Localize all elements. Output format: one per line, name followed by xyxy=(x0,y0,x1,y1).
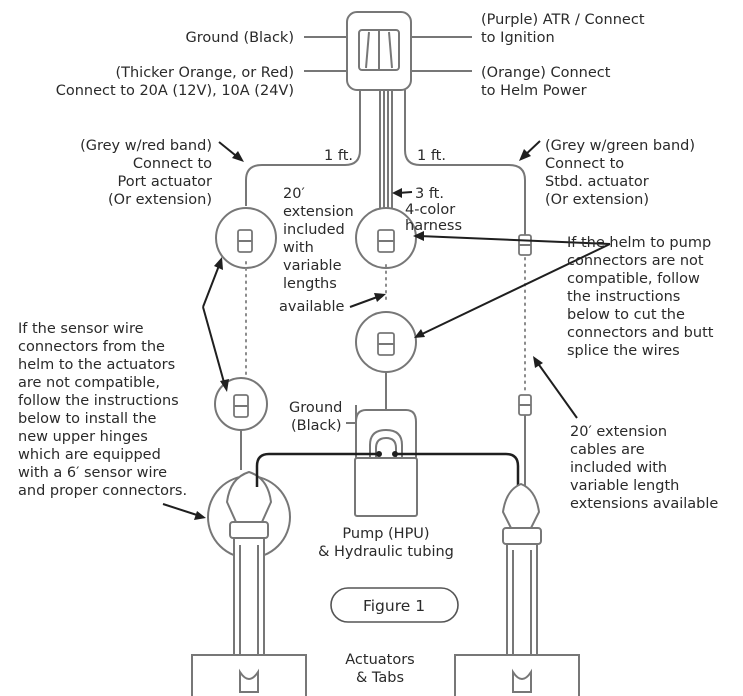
port-label-3: Port actuator xyxy=(118,174,213,190)
ext20-label-5: variable xyxy=(283,258,342,274)
ext-cable-arrow xyxy=(536,361,578,419)
figure-label-box xyxy=(330,587,459,623)
sensor-label-2: connectors from the xyxy=(18,339,165,355)
sensor-arrow-lower xyxy=(202,306,226,387)
port-label-4: (Or extension) xyxy=(108,192,212,208)
stbd-label-3: Stbd. actuator xyxy=(545,174,649,190)
callout-arrows xyxy=(162,140,611,520)
port-label-1: (Grey w/red band) xyxy=(80,138,212,154)
port-actuator xyxy=(207,470,291,673)
harness-label-3: harness xyxy=(405,218,462,234)
sensor-label-3: helm to the actuators xyxy=(18,357,175,373)
harness-arrowhead xyxy=(392,188,402,198)
extension-arrow xyxy=(349,295,381,308)
helm-pump-arrow-upper xyxy=(418,235,611,245)
sensor-label-5: follow the instructions xyxy=(18,393,179,409)
ext20-label-1: 20′ xyxy=(283,186,305,202)
helm-pump-label-2: connectors are not xyxy=(567,253,704,269)
purple-atr-label-1: (Purple) ATR / Connect xyxy=(481,12,645,28)
stbd-label-4: (Or extension) xyxy=(545,192,649,208)
one-ft-left-label: 1 ft. xyxy=(324,148,353,164)
hydraulic-tubing xyxy=(255,451,520,487)
hinge-arrow xyxy=(162,503,201,517)
stbd-label-arrowhead xyxy=(519,149,531,161)
orange-helm-label-2: to Helm Power xyxy=(481,83,587,99)
helm-pump-label-4: the instructions xyxy=(567,289,680,305)
actuators-label-1: Actuators xyxy=(345,652,414,668)
ext-cable-label-4: variable length xyxy=(570,478,679,494)
stbd-connector-lower xyxy=(518,394,532,496)
sensor-label-1: If the sensor wire xyxy=(18,321,144,337)
port-connector-lower xyxy=(214,377,268,470)
purple-atr-label-2: to Ignition xyxy=(481,30,555,46)
helm-pump-label-3: compatible, follow xyxy=(567,271,700,287)
pump-connector xyxy=(355,311,417,410)
helm-pump-label-5: below to cut the xyxy=(567,307,685,323)
helm-control-box xyxy=(346,11,412,91)
port-tab xyxy=(191,654,307,696)
port-label-arrowhead xyxy=(232,151,244,162)
harness-label-2: 4-color xyxy=(405,202,455,218)
helm-pump-label-7: splice the wires xyxy=(567,343,680,359)
port-connector-upper xyxy=(215,207,277,269)
port-label-2: Connect to xyxy=(133,156,212,172)
stbd-tab xyxy=(454,654,580,696)
sensor-label-8: which are equipped xyxy=(18,447,161,463)
ext20-label-3: included xyxy=(283,222,345,238)
ext-cable-label-1: 20′ extension xyxy=(570,424,667,440)
ext20-label-2: extension xyxy=(283,204,354,220)
sensor-label-7: new upper hinges xyxy=(18,429,148,445)
helm-pump-arrow-lower xyxy=(419,243,611,336)
helm-side-wires xyxy=(304,36,472,72)
extension-arrowhead xyxy=(374,293,386,302)
one-ft-right-label: 1 ft. xyxy=(417,148,446,164)
stbd-connector-upper xyxy=(518,234,532,256)
harness-connector xyxy=(355,207,417,269)
sensor-label-4: are not compatible, xyxy=(18,375,160,391)
helm-pump-arrowhead-upper xyxy=(413,231,424,241)
sensor-arrow-upper xyxy=(202,262,221,308)
helm-pump-label-6: connectors and butt xyxy=(567,325,714,341)
pump-label-2: & Hydraulic tubing xyxy=(318,544,454,560)
helm-bottom-wires xyxy=(245,90,526,235)
sensor-label-10: and proper connectors. xyxy=(18,483,187,499)
ext-cable-label-5: extensions available xyxy=(570,496,718,512)
ext-cable-label-2: cables are xyxy=(570,442,645,458)
ext20-label-4: with xyxy=(283,240,314,256)
pump-hpu xyxy=(346,405,418,517)
sensor-label-9: with a 6′ sensor wire xyxy=(18,465,167,481)
sensor-arrowhead-upper xyxy=(214,257,223,270)
sensor-arrowhead-lower xyxy=(220,379,229,392)
pump-ground-label-2: (Black) xyxy=(291,418,342,434)
orange-red-label-1: (Thicker Orange, or Red) xyxy=(115,65,294,81)
hinge-arrowhead xyxy=(194,511,206,520)
stbd-label-1: (Grey w/green band) xyxy=(545,138,695,154)
ext-cable-label-3: included with xyxy=(570,460,667,476)
helm-pump-label-1: If the helm to pump xyxy=(567,235,711,251)
ext-cable-arrowhead xyxy=(533,356,543,368)
stbd-actuator xyxy=(501,482,542,673)
orange-red-label-2: Connect to 20A (12V), 10A (24V) xyxy=(56,83,294,99)
pump-ground-label-1: Ground xyxy=(289,400,342,416)
stbd-label-2: Connect to xyxy=(545,156,624,172)
pump-label-1: Pump (HPU) xyxy=(342,526,429,542)
ground-black-label: Ground (Black) xyxy=(186,30,295,46)
sensor-label-6: below to install the xyxy=(18,411,157,427)
ext20-label-7: available xyxy=(279,299,345,315)
harness-label-1: 3 ft. xyxy=(415,186,444,202)
helm-pump-arrowhead-lower xyxy=(414,329,425,338)
figure-label: Figure 1 xyxy=(363,597,425,615)
orange-helm-label-1: (Orange) Connect xyxy=(481,65,611,81)
ext20-label-6: lengths xyxy=(283,276,337,292)
actuators-label-2: & Tabs xyxy=(356,670,404,686)
